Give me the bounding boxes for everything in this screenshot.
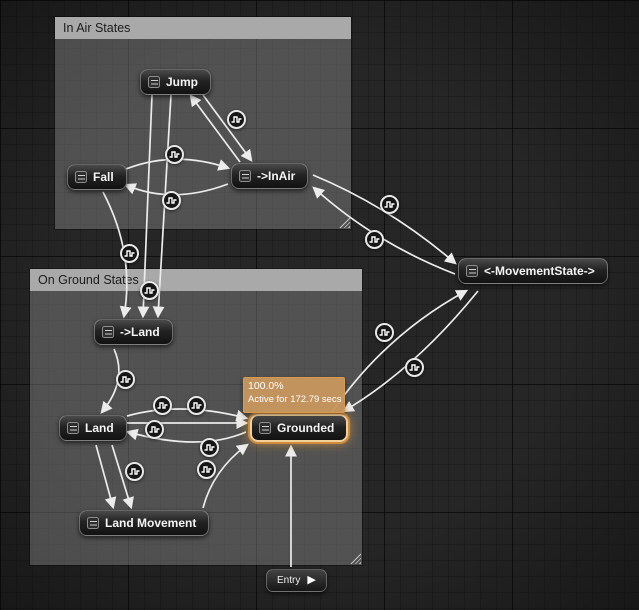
state-machine-icon bbox=[466, 265, 478, 277]
transition-rule-icon[interactable] bbox=[227, 110, 246, 129]
state-machine-icon bbox=[239, 170, 251, 182]
comment-in-air-states[interactable]: In Air States bbox=[55, 17, 351, 229]
transition-rule-icon[interactable] bbox=[120, 244, 139, 263]
state-label: Jump bbox=[166, 75, 199, 89]
state-node-inair[interactable]: ->InAir bbox=[231, 163, 309, 189]
state-label: Land bbox=[85, 421, 114, 435]
state-node-fall[interactable]: Fall bbox=[67, 164, 127, 190]
transition-rule-icon[interactable] bbox=[365, 230, 384, 249]
state-label: Grounded bbox=[277, 421, 335, 435]
transition-rule-icon[interactable] bbox=[380, 195, 399, 214]
active-duration: Active for 172.79 secs bbox=[248, 393, 342, 405]
comment-title[interactable]: On Ground States bbox=[30, 269, 362, 291]
state-machine-icon bbox=[75, 171, 87, 183]
active-weight: 100.0% bbox=[248, 380, 284, 392]
transition-rule-icon[interactable] bbox=[165, 145, 184, 164]
state-node-to-land[interactable]: ->Land bbox=[94, 319, 173, 345]
transition-rule-icon[interactable] bbox=[187, 396, 206, 415]
transition-rule-icon[interactable] bbox=[145, 420, 164, 439]
state-node-movement-state[interactable]: <-MovementState-> bbox=[458, 258, 608, 284]
transition-rule-icon[interactable] bbox=[153, 396, 172, 415]
active-state-tooltip: 100.0% Active for 172.79 secs bbox=[243, 377, 345, 413]
comment-resize-handle[interactable] bbox=[339, 217, 350, 228]
state-node-jump[interactable]: Jump bbox=[140, 69, 212, 95]
state-label: Fall bbox=[93, 170, 114, 184]
state-node-land-movement[interactable]: Land Movement bbox=[79, 510, 210, 536]
state-machine-icon bbox=[102, 326, 114, 338]
comment-resize-handle[interactable] bbox=[350, 553, 361, 564]
state-machine-icon bbox=[148, 76, 160, 88]
transition-rule-icon[interactable] bbox=[162, 191, 181, 210]
transition-rule-icon[interactable] bbox=[197, 460, 216, 479]
state-label: ->Land bbox=[120, 325, 160, 339]
transition-rule-icon[interactable] bbox=[125, 462, 144, 481]
entry-label: Entry bbox=[277, 575, 301, 586]
state-machine-icon bbox=[67, 422, 79, 434]
state-label: <-MovementState-> bbox=[484, 264, 595, 278]
transition-rule-icon[interactable] bbox=[140, 281, 159, 300]
transition-rule-icon[interactable] bbox=[405, 358, 424, 377]
state-machine-icon bbox=[259, 422, 271, 434]
transition-rule-icon[interactable] bbox=[116, 370, 135, 389]
state-label: ->InAir bbox=[257, 169, 296, 183]
transition-rule-icon[interactable] bbox=[375, 323, 394, 342]
play-icon: ▶ bbox=[307, 574, 316, 586]
transition-rule-icon[interactable] bbox=[200, 438, 219, 457]
comment-title[interactable]: In Air States bbox=[55, 17, 351, 39]
state-label: Land Movement bbox=[105, 516, 197, 530]
entry-node[interactable]: Entry ▶ bbox=[266, 569, 327, 592]
state-node-land[interactable]: Land bbox=[59, 415, 127, 441]
state-machine-icon bbox=[87, 517, 99, 529]
state-node-grounded[interactable]: Grounded bbox=[250, 414, 349, 442]
